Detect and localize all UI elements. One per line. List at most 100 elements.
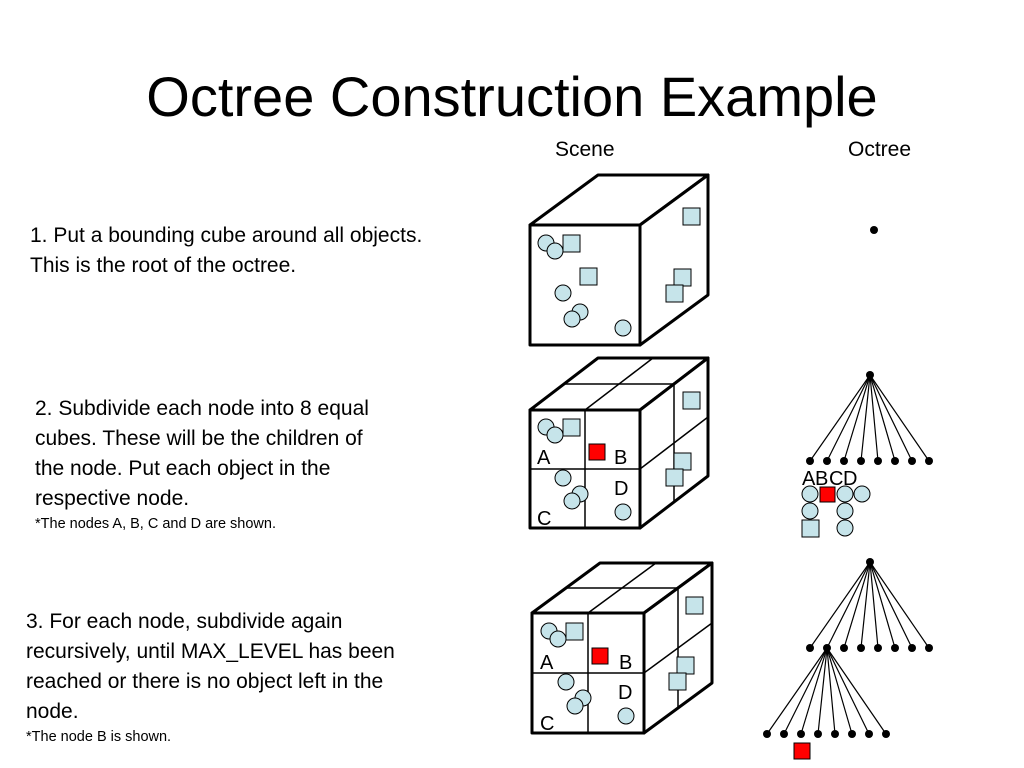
- sphere-object: [546, 426, 564, 444]
- cube-label-d: D: [614, 478, 628, 500]
- tree-node: [806, 457, 814, 465]
- box-object: [801, 519, 820, 538]
- step-3-text: 3. For each node, subdivide again recurs…: [26, 607, 395, 747]
- box-object: [682, 391, 701, 410]
- sphere-object: [801, 485, 819, 503]
- tree-node: [874, 457, 882, 465]
- tree-node: [908, 457, 916, 465]
- step-3-note: *The node B is shown.: [26, 729, 172, 745]
- scene-cube-recursive: [530, 561, 714, 735]
- tree-node: [925, 457, 933, 465]
- tree-node: [874, 644, 882, 652]
- box-object: [673, 268, 692, 287]
- tree-node: [823, 457, 831, 465]
- tree-node: [891, 644, 899, 652]
- tree-node: [925, 644, 933, 652]
- tree-node: [840, 644, 848, 652]
- tree-label-d: D: [843, 468, 857, 490]
- cube-label-a: A: [537, 447, 551, 469]
- tree-node: [865, 730, 873, 738]
- highlighted-object: [588, 443, 606, 461]
- scene-objects-recursive: [540, 596, 704, 725]
- sphere-object: [554, 284, 572, 302]
- tree-node: [823, 644, 831, 652]
- step-2-line: 2. Subdivide each node into 8 equal: [35, 397, 369, 420]
- octree-column-label: Octree: [848, 138, 912, 161]
- scene-objects-root: [537, 207, 701, 337]
- tree-label-c: C: [829, 468, 843, 490]
- step-3-line: 3. For each node, subdivide again: [26, 610, 343, 633]
- scene-cube-root: [528, 173, 710, 347]
- octree-step3-level-1: [809, 561, 930, 649]
- sphere-object: [557, 673, 575, 691]
- box-object: [579, 267, 598, 286]
- sphere-object: [836, 519, 854, 537]
- sphere-object: [554, 469, 572, 487]
- octree-level-1: [809, 374, 930, 462]
- step-1-line: 1. Put a bounding cube around all object…: [30, 224, 423, 247]
- step-1-text: 1. Put a bounding cube around all object…: [30, 221, 422, 281]
- cube-label-a: A: [540, 652, 554, 674]
- highlighted-object: [819, 486, 836, 503]
- tree-node: [806, 644, 814, 652]
- sphere-object: [566, 697, 584, 715]
- box-object: [665, 468, 684, 487]
- octree-step3-nodes: [763, 558, 933, 738]
- box-object: [668, 672, 687, 691]
- sphere-object: [563, 492, 581, 510]
- slide-title: Octree Construction Example: [146, 65, 878, 128]
- octree-step3-level-2: [766, 647, 887, 735]
- cube-label-b: B: [619, 652, 632, 674]
- box-object: [682, 207, 701, 226]
- tree-node: [857, 457, 865, 465]
- sphere-object: [546, 242, 564, 260]
- tree-node: [814, 730, 822, 738]
- step-2-note: *The nodes A, B, C and D are shown.: [35, 516, 276, 532]
- sphere-object: [563, 310, 581, 328]
- sphere-object: [836, 502, 854, 520]
- sphere-object: [617, 707, 635, 725]
- step-1-line: This is the root of the octree.: [30, 254, 297, 277]
- box-object: [665, 284, 684, 303]
- tree-node: [866, 558, 874, 566]
- tree-node: [848, 730, 856, 738]
- tree-node: [840, 457, 848, 465]
- step-2-text: 2. Subdivide each node into 8 equal cube…: [35, 394, 369, 534]
- tree-label-a: A: [802, 468, 816, 490]
- step-3-line: node.: [26, 700, 79, 723]
- step-2-line: cubes. These will be the children of: [35, 427, 363, 450]
- step-2-line: respective node.: [35, 487, 190, 510]
- sphere-object: [614, 503, 632, 521]
- tree-node: [891, 457, 899, 465]
- cube-label-b: B: [614, 447, 627, 469]
- step-2-line: the node. Put each object in the: [35, 457, 331, 480]
- step-3-line: reached or there is no object left in th…: [26, 670, 384, 693]
- highlighted-object: [591, 647, 609, 665]
- tree-node: [780, 730, 788, 738]
- tree-node-objects: [801, 485, 871, 538]
- tree-node: [763, 730, 771, 738]
- box-object: [562, 234, 581, 253]
- box-object: [673, 452, 692, 471]
- cube-label-c: C: [540, 713, 554, 735]
- scene-column-label: Scene: [555, 138, 615, 161]
- box-object: [565, 622, 584, 641]
- sphere-object: [614, 319, 632, 337]
- step-3-line: recursively, until MAX_LEVEL has been: [26, 640, 395, 663]
- tree-node: [882, 730, 890, 738]
- tree-node: [857, 644, 865, 652]
- sphere-object: [801, 502, 819, 520]
- box-object: [562, 418, 581, 437]
- cube-label-d: D: [618, 682, 632, 704]
- sphere-object: [549, 630, 567, 648]
- octree-level-1-nodes: [806, 371, 933, 465]
- tree-label-b: B: [815, 468, 828, 490]
- tree-node: [797, 730, 805, 738]
- box-object: [676, 656, 695, 675]
- cube-label-c: C: [537, 508, 551, 530]
- highlighted-object: [793, 742, 811, 760]
- octree-root-node: [870, 226, 878, 234]
- scene-objects-subdivided: [537, 391, 701, 521]
- tree-node: [866, 371, 874, 379]
- box-object: [685, 596, 704, 615]
